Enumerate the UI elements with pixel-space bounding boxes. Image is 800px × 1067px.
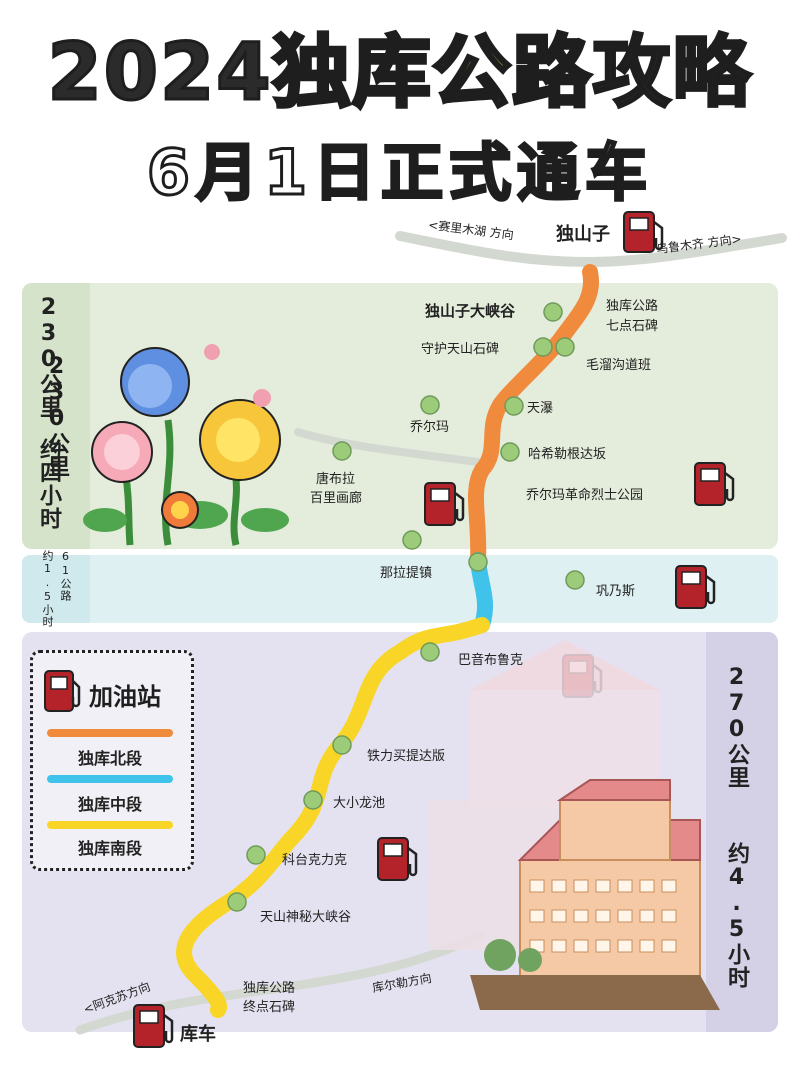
gas-station-icon	[377, 837, 418, 881]
stop-shouhu: 守护天山石碑	[421, 342, 500, 357]
stop-grand-canyon: 独山子大峡谷	[425, 302, 516, 320]
stop-tangbula-2: 百里画廊	[310, 491, 363, 506]
south-section-sidebar	[706, 632, 778, 1032]
stop-dot	[555, 337, 575, 357]
middle-section-sidebar: 约1.5小时 61公路	[22, 550, 90, 628]
stop-dot	[332, 441, 352, 461]
road-saili-urumqi	[395, 231, 787, 268]
building-illustration	[430, 640, 720, 1010]
gas-station-icon	[133, 1004, 174, 1048]
stop-dot	[246, 845, 266, 865]
title-suffix: 攻略	[591, 27, 753, 120]
south-time-text: 约4.5小时	[724, 842, 749, 989]
stop-dot	[303, 790, 323, 810]
legend-south-bar	[47, 821, 173, 829]
stop-tianshan: 天山神秘大峡谷	[260, 910, 352, 925]
legend-box: 加油站 独库北段 独库中段 独库南段	[30, 650, 194, 871]
city-end: 库车	[180, 1024, 216, 1045]
stop-lieshi: 乔尔玛革命烈士公园	[526, 488, 644, 503]
legend-title: 加油站	[89, 683, 161, 711]
gas-station-icon	[424, 482, 465, 526]
legend-north-bar	[47, 729, 173, 737]
stop-zhongdian-2: 终点石碑	[243, 1000, 296, 1015]
stop-qierma: 乔尔玛	[410, 420, 450, 435]
stop-dot	[420, 395, 440, 415]
flower-icon	[83, 344, 289, 546]
title-highlight: 独库公路	[271, 26, 593, 120]
stop-qidian-1: 独库公路	[606, 299, 659, 314]
stop-dot	[468, 552, 488, 572]
stop-dot	[543, 302, 563, 322]
stop-dot	[504, 396, 524, 416]
stop-tangbula-1: 唐布拉	[316, 472, 356, 487]
gas-station-icon	[623, 211, 664, 253]
middle-distance: 61公路	[59, 550, 72, 602]
legend-middle-label: 独库中段	[77, 795, 142, 814]
north-distance: 230公里	[44, 354, 69, 478]
stop-ketaike: 科台克力克	[282, 853, 348, 868]
north-section-sidebar: 230公里	[22, 283, 90, 549]
gas-station-icon	[44, 670, 81, 712]
north-route	[467, 264, 600, 568]
south-distance-text: 270公里	[724, 665, 749, 789]
road-tangbula	[294, 428, 482, 466]
stop-daxiao: 大小龙池	[333, 796, 386, 811]
stop-nalati: 那拉提镇	[380, 566, 433, 581]
middle-section-band	[22, 555, 778, 623]
stop-dot	[227, 892, 247, 912]
stop-dot	[533, 337, 553, 357]
stop-haxi: 哈希勒根达坂	[528, 447, 607, 462]
subtitle: 6月1日正式通车	[145, 135, 654, 211]
stop-maoliu: 毛溜沟道班	[586, 358, 652, 373]
legend-south-label: 独库南段	[77, 839, 142, 858]
stop-dot	[565, 570, 585, 590]
stop-gongnaisi: 巩乃斯	[596, 584, 636, 599]
stop-zhongdian-1: 独库公路	[243, 981, 296, 996]
stop-tianpu: 天瀑	[527, 401, 554, 416]
gas-station-icon	[675, 565, 716, 609]
gas-station-icon	[694, 462, 735, 506]
stop-qidian-2: 七点石碑	[606, 319, 659, 334]
middle-time: 约1.5小时	[41, 550, 54, 628]
stop-dot	[420, 642, 440, 662]
stop-dot	[332, 735, 352, 755]
legend-middle-bar	[47, 775, 173, 783]
stop-tielimai: 铁力买提达版	[367, 749, 446, 764]
stop-bayinbuluke: 巴音布鲁克	[458, 653, 524, 668]
city-start: 独山子	[556, 224, 610, 245]
north-distance-text: 230公里	[36, 295, 61, 419]
north-time-text: 约四小时	[36, 438, 61, 530]
stop-dot	[402, 530, 422, 550]
main-title: 2024独库公路攻略	[0, 18, 800, 128]
stop-dot	[500, 442, 520, 462]
south-route	[176, 617, 490, 1018]
title-year: 2024	[46, 27, 273, 120]
legend-north-label: 独库北段	[77, 749, 142, 768]
